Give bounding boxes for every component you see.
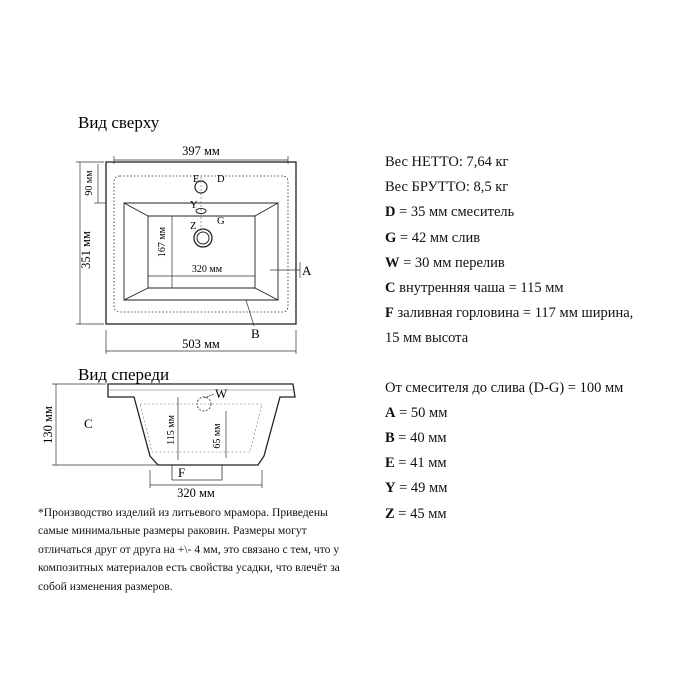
spec-line: A = 50 мм xyxy=(385,404,448,421)
dim-167-label: 167 мм xyxy=(157,226,168,257)
bowl-corner-bl xyxy=(123,287,149,301)
spec-line: B = 40 мм xyxy=(385,430,447,447)
spec-line: D = 35 мм смеситель xyxy=(385,204,515,221)
footnote-line: самые минимальные размеры раковин. Разме… xyxy=(38,524,307,538)
spec-line: 15 мм высота xyxy=(385,330,469,347)
spec-list: Вес НЕТТО: 7,64 кг Вес БРУТТО: 8,5 кг D … xyxy=(385,150,690,527)
spec-spacer xyxy=(385,352,690,376)
dim-115-label: 115 мм xyxy=(166,414,177,444)
spec-line: Вес НЕТТО: 7,64 кг xyxy=(385,154,509,170)
dim-167-line xyxy=(168,215,176,289)
label-f: F xyxy=(178,465,185,480)
dim-320-bottom-line xyxy=(149,470,263,488)
dim-130-line xyxy=(52,383,158,466)
top-view-title: Вид сверху xyxy=(78,113,160,132)
spec-line: W = 30 мм перелив xyxy=(385,254,505,271)
label-b: B xyxy=(251,326,260,341)
spec-line: Z = 45 мм xyxy=(385,505,447,522)
dim-130-label: 130 мм xyxy=(41,406,55,444)
dim-397-label: 397 мм xyxy=(182,144,220,158)
dim-503-line xyxy=(105,330,297,354)
leader-w xyxy=(203,393,215,399)
sink-front-profile xyxy=(107,383,296,466)
leader-b xyxy=(245,299,255,327)
label-g: G xyxy=(217,216,225,227)
label-z: Z xyxy=(190,221,196,232)
spec-line: От смесителя до слива (D-G) = 100 мм xyxy=(385,379,624,396)
dim-320-top-label: 320 мм xyxy=(192,264,223,275)
spec-line: F заливная горловина = 117 мм ширина, xyxy=(385,305,634,322)
spec-line: Y = 49 мм xyxy=(385,480,448,497)
overflow-hole-front xyxy=(196,396,212,412)
footnote: *Производство изделий из литьевого мрамо… xyxy=(38,504,388,596)
sink-outer-rim xyxy=(105,161,297,325)
spec-line: C внутренняя чаша = 115 мм xyxy=(385,280,564,297)
footnote-line: композитных материалов есть свойства уса… xyxy=(38,561,340,575)
dim-90-label: 90 мм xyxy=(84,170,95,196)
front-view-title: Вид спереди xyxy=(78,365,169,384)
spec-line: Вес БРУТТО: 8,5 кг xyxy=(385,179,509,196)
overflow-hole xyxy=(195,208,207,214)
dim-397-line xyxy=(113,156,289,164)
dim-65-label: 65 мм xyxy=(212,423,223,449)
footnote-line: собой изменения размеров. xyxy=(38,579,173,593)
footnote-line: отличаться друг от друга на +\- 4 мм, эт… xyxy=(38,542,340,556)
dim-320-bottom-label: 320 мм xyxy=(177,486,215,500)
spec-line: E = 41 мм xyxy=(385,455,447,472)
footnote-line: *Производство изделий из литьевого мрамо… xyxy=(38,506,328,519)
dim-351-label: 351 мм xyxy=(79,231,93,269)
drain-hole-outer xyxy=(193,228,213,248)
label-e: E xyxy=(193,174,199,185)
dim-351-line xyxy=(76,161,104,325)
leader-a xyxy=(270,262,301,278)
front-view-outline xyxy=(107,383,296,466)
dim-90-line xyxy=(94,164,106,204)
dim-503-label: 503 мм xyxy=(182,337,220,351)
drain-hole-inner xyxy=(196,231,210,245)
bowl-corner-tl xyxy=(123,202,149,217)
label-y: Y xyxy=(190,200,198,211)
label-c: C xyxy=(84,416,93,431)
sink-inner-dotted-edge xyxy=(113,175,289,313)
bowl-corner-br xyxy=(254,287,279,301)
dim-320-top-line xyxy=(147,272,256,280)
label-w: W xyxy=(215,386,228,401)
label-d: D xyxy=(217,174,225,185)
label-a: A xyxy=(302,263,312,278)
drain-neck xyxy=(171,465,223,481)
bowl-corner-tr xyxy=(254,202,279,217)
inner-bowl-dotted xyxy=(139,403,263,453)
spec-line: G = 42 мм слив xyxy=(385,229,481,246)
